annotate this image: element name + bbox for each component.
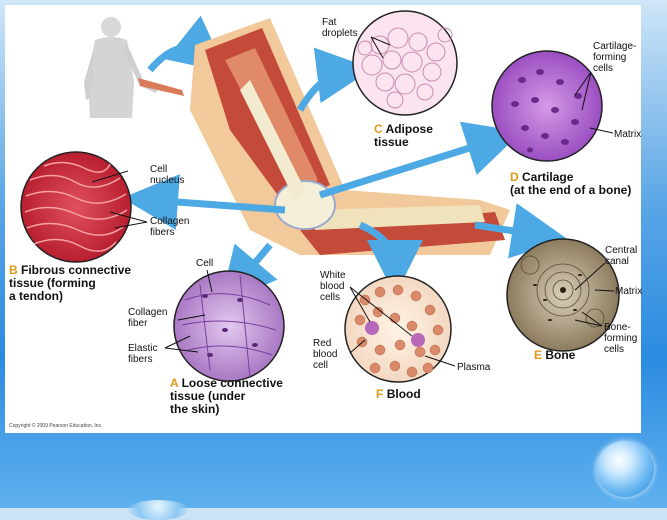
title-cartilage: D Cartilage (at the end of a bone) xyxy=(510,171,631,197)
arrow-to-blood xyxy=(358,221,423,296)
arrow-to-adipose xyxy=(296,47,373,112)
bone-title-text: Bone xyxy=(545,348,576,362)
label-cell: Cell xyxy=(196,258,214,269)
title-loose: A Loose connective tissue (under the ski… xyxy=(170,377,283,416)
label-matrix-bone: Matrix xyxy=(615,286,643,297)
adipose-title-text: Adipose tissue xyxy=(374,122,433,149)
blood-image xyxy=(344,275,456,383)
label-plasma: Plasma xyxy=(457,362,491,373)
label-fat-droplets: Fat droplets xyxy=(322,17,358,39)
cartilage-image xyxy=(491,50,614,162)
letter-loose: A xyxy=(170,376,179,390)
fibrous-tissue-image xyxy=(20,151,148,263)
label-cell-nucleus: Cell nucleus xyxy=(150,164,185,186)
label-collagen-fibers: Collagen fibers xyxy=(150,216,190,238)
blood-title-text: Blood xyxy=(386,387,421,401)
copyright-text: Copyright © 2009 Pearson Education, Inc. xyxy=(9,423,103,429)
figure-illustration xyxy=(20,10,620,383)
label-central-canal: Central canal xyxy=(605,245,638,267)
label-bone-forming-cells: Bone- forming cells xyxy=(604,322,638,355)
title-bone: E Bone xyxy=(534,349,575,362)
decorative-orb-small xyxy=(128,500,188,520)
letter-adipose: C xyxy=(374,122,383,136)
adipose-tissue-image xyxy=(352,10,458,116)
label-collagen-fiber: Collagen fiber xyxy=(128,307,168,329)
arrow-to-bone xyxy=(474,203,568,259)
label-elastic-fibers: Elastic fibers xyxy=(128,343,158,365)
label-matrix-cartilage: Matrix xyxy=(614,129,642,140)
label-white-blood-cells: White blood cells xyxy=(320,270,346,303)
cartilage-title-text: Cartilage (at the end of a bone) xyxy=(510,170,632,197)
label-cartilage-forming-cells: Cartilage- forming cells xyxy=(593,41,637,74)
title-blood: F Blood xyxy=(376,388,421,401)
title-fibrous: B Fibrous connective tissue (forming a t… xyxy=(9,264,131,303)
title-adipose: C Adipose tissue xyxy=(374,123,433,149)
letter-bone: E xyxy=(534,348,543,362)
letter-cartilage: D xyxy=(510,170,519,184)
letter-fibrous: B xyxy=(9,263,18,277)
decorative-orb xyxy=(596,441,654,497)
arm-illustration xyxy=(190,18,510,255)
human-figure xyxy=(84,17,184,118)
letter-blood: F xyxy=(376,387,384,401)
arrow-to-fibrous xyxy=(122,174,286,230)
arrow-to-cartilage xyxy=(318,121,522,199)
label-red-blood-cell: Red blood cell xyxy=(313,338,338,371)
loose-connective-image xyxy=(164,269,285,382)
loose-title-text: Loose connective tissue (under the skin) xyxy=(170,376,283,416)
bone-image xyxy=(506,238,620,352)
fibrous-title-text: Fibrous connective tissue (forming a ten… xyxy=(9,263,132,303)
